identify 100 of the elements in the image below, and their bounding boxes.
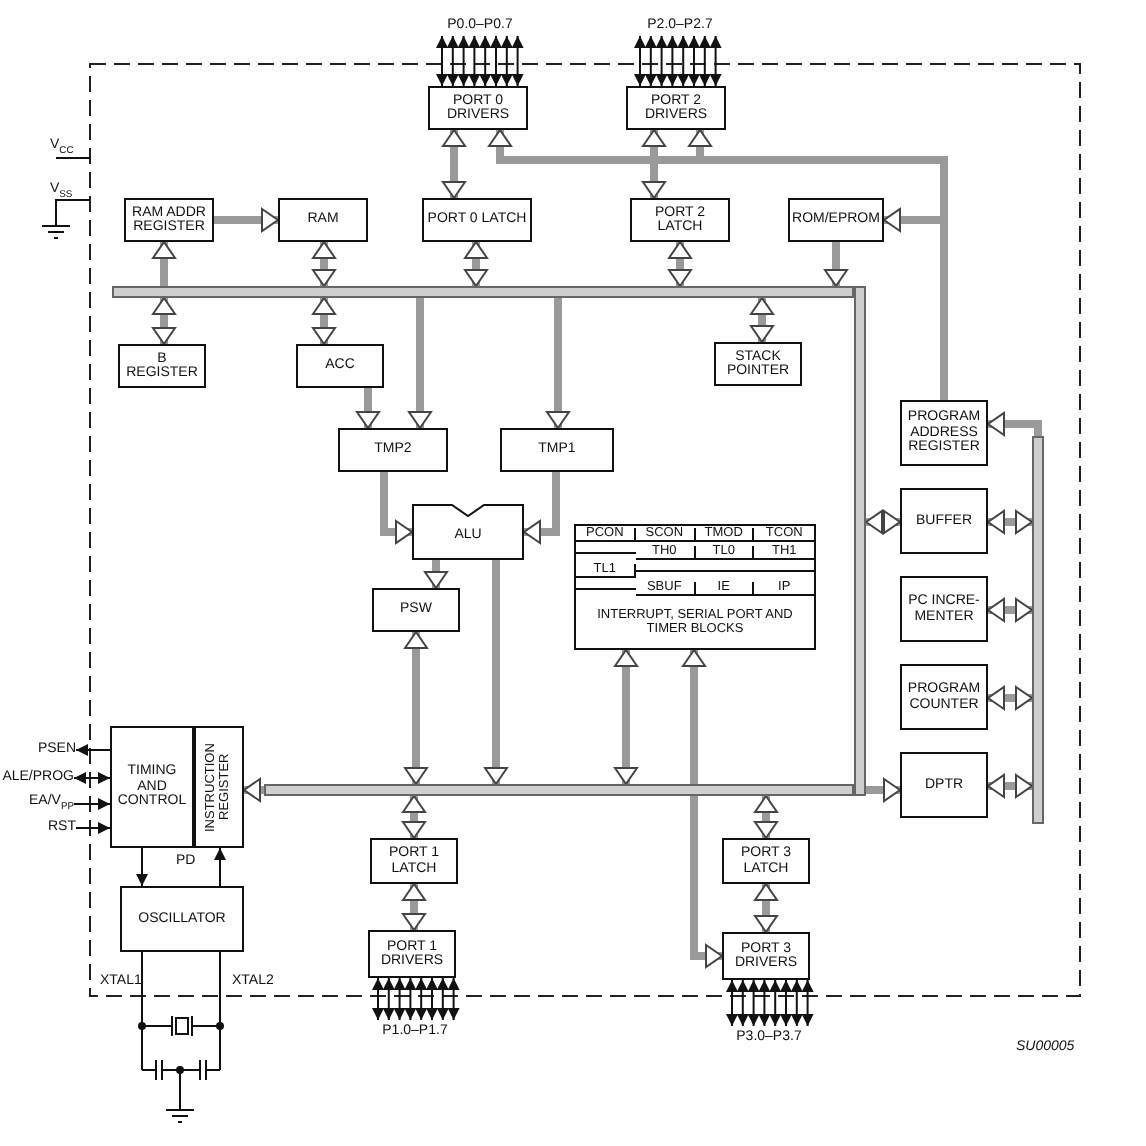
- signal-arrow: [790, 979, 803, 1027]
- register-block: [900, 576, 988, 642]
- signal-arrow: [758, 979, 771, 1027]
- signal-arrow: [393, 977, 406, 1021]
- signal-arrow: [426, 977, 438, 1021]
- signal-arrow: [490, 35, 502, 87]
- bus-arrow: [987, 412, 1042, 436]
- oscillator-block: [120, 886, 244, 952]
- signal-arrow: [73, 798, 111, 810]
- bus-arrow: [356, 388, 380, 429]
- bus-arrow: [402, 883, 426, 931]
- memory-block: [788, 198, 884, 242]
- bus-arrow: [312, 241, 336, 287]
- bus-arrow: [754, 883, 778, 933]
- signal-arrow: [382, 977, 395, 1021]
- bus-arrow: [546, 298, 570, 429]
- control-block: [110, 726, 194, 848]
- bus-arrow: [402, 795, 426, 839]
- bus-arrow: [312, 297, 336, 345]
- signal-arrow: [404, 977, 417, 1021]
- signal-arrow: [479, 35, 492, 87]
- signal-arrow: [747, 979, 760, 1027]
- signal-arrow: [511, 35, 524, 87]
- signal-arrow: [709, 35, 722, 87]
- bus-arrow: [987, 774, 1033, 798]
- register-block: [372, 588, 460, 632]
- bus-arrow: [866, 778, 901, 802]
- signal-arrow: [666, 35, 679, 87]
- bus-arrow: [380, 472, 413, 544]
- register-block: [338, 428, 448, 472]
- bus-arrow: [682, 649, 723, 968]
- bus-arrow: [750, 297, 774, 343]
- signal-arrow: [655, 35, 668, 87]
- bus-arrow: [642, 129, 666, 199]
- bus-arrow: [152, 297, 176, 345]
- bus-arrow: [987, 686, 1033, 710]
- signal-arrow: [447, 977, 460, 1021]
- register-block: [900, 664, 988, 730]
- data-bus: [1032, 436, 1044, 824]
- signal-arrow: [468, 35, 481, 87]
- signal-arrow: [726, 979, 738, 1027]
- port-driver-block: [722, 932, 810, 980]
- port-latch-block: [370, 838, 458, 884]
- bus-arrow: [484, 560, 508, 785]
- signal-arrow: [436, 35, 448, 87]
- port-latch-block: [422, 198, 532, 242]
- register-block: [118, 344, 206, 388]
- bus-arrow: [987, 598, 1033, 622]
- signal-arrow: [736, 979, 749, 1027]
- bus-arrow: [668, 241, 692, 287]
- data-bus: [112, 286, 854, 298]
- register-block: [714, 342, 802, 386]
- port-driver-block: [428, 86, 528, 130]
- signal-arrow: [801, 979, 814, 1027]
- bus-arrow: [404, 631, 428, 785]
- bus-arrow: [464, 241, 488, 287]
- port-latch-block: [630, 198, 730, 242]
- port-driver-block: [626, 86, 726, 130]
- bus-arrow: [614, 649, 638, 785]
- signal-arrow: [136, 847, 148, 887]
- register-block: [124, 198, 214, 242]
- signal-arrow: [780, 979, 792, 1027]
- signal-arrow: [698, 35, 711, 87]
- signal-arrow: [436, 977, 449, 1021]
- signal-arrow: [75, 822, 111, 834]
- register-block: [900, 752, 988, 818]
- signal-arrow: [73, 772, 111, 784]
- bus-arrow: [987, 510, 1033, 534]
- signal-arrow: [446, 35, 459, 87]
- signal-arrow: [500, 35, 513, 87]
- bus-arrow: [754, 795, 778, 839]
- bus-arrow: [424, 560, 448, 589]
- data-bus: [264, 784, 854, 796]
- register-block: [194, 726, 244, 848]
- bus-arrow: [408, 298, 432, 429]
- signal-arrow: [372, 977, 384, 1021]
- register-block: [900, 400, 988, 466]
- bus-arrow: [442, 129, 466, 199]
- memory-block: [278, 198, 368, 242]
- register-block: [296, 344, 384, 388]
- signal-arrow: [415, 977, 428, 1021]
- signal-arrow: [634, 35, 646, 87]
- signal-arrow: [75, 744, 111, 756]
- port-latch-block: [722, 838, 810, 884]
- bus-arrow: [523, 472, 560, 544]
- bus-arrow: [243, 778, 264, 802]
- port-driver-block: [368, 930, 456, 978]
- bus-arrow: [824, 242, 848, 287]
- data-bus: [854, 286, 866, 796]
- signal-arrow: [457, 35, 470, 87]
- signal-arrow: [677, 35, 690, 87]
- bus-arrow: [152, 241, 176, 286]
- signal-arrow: [688, 35, 700, 87]
- bus-arrow: [214, 208, 279, 232]
- signal-arrow: [644, 35, 657, 87]
- signal-arrow: [214, 847, 226, 887]
- bus-arrow: [865, 510, 901, 534]
- register-table: [574, 524, 816, 650]
- register-block: [500, 428, 614, 472]
- register-block: [900, 488, 988, 554]
